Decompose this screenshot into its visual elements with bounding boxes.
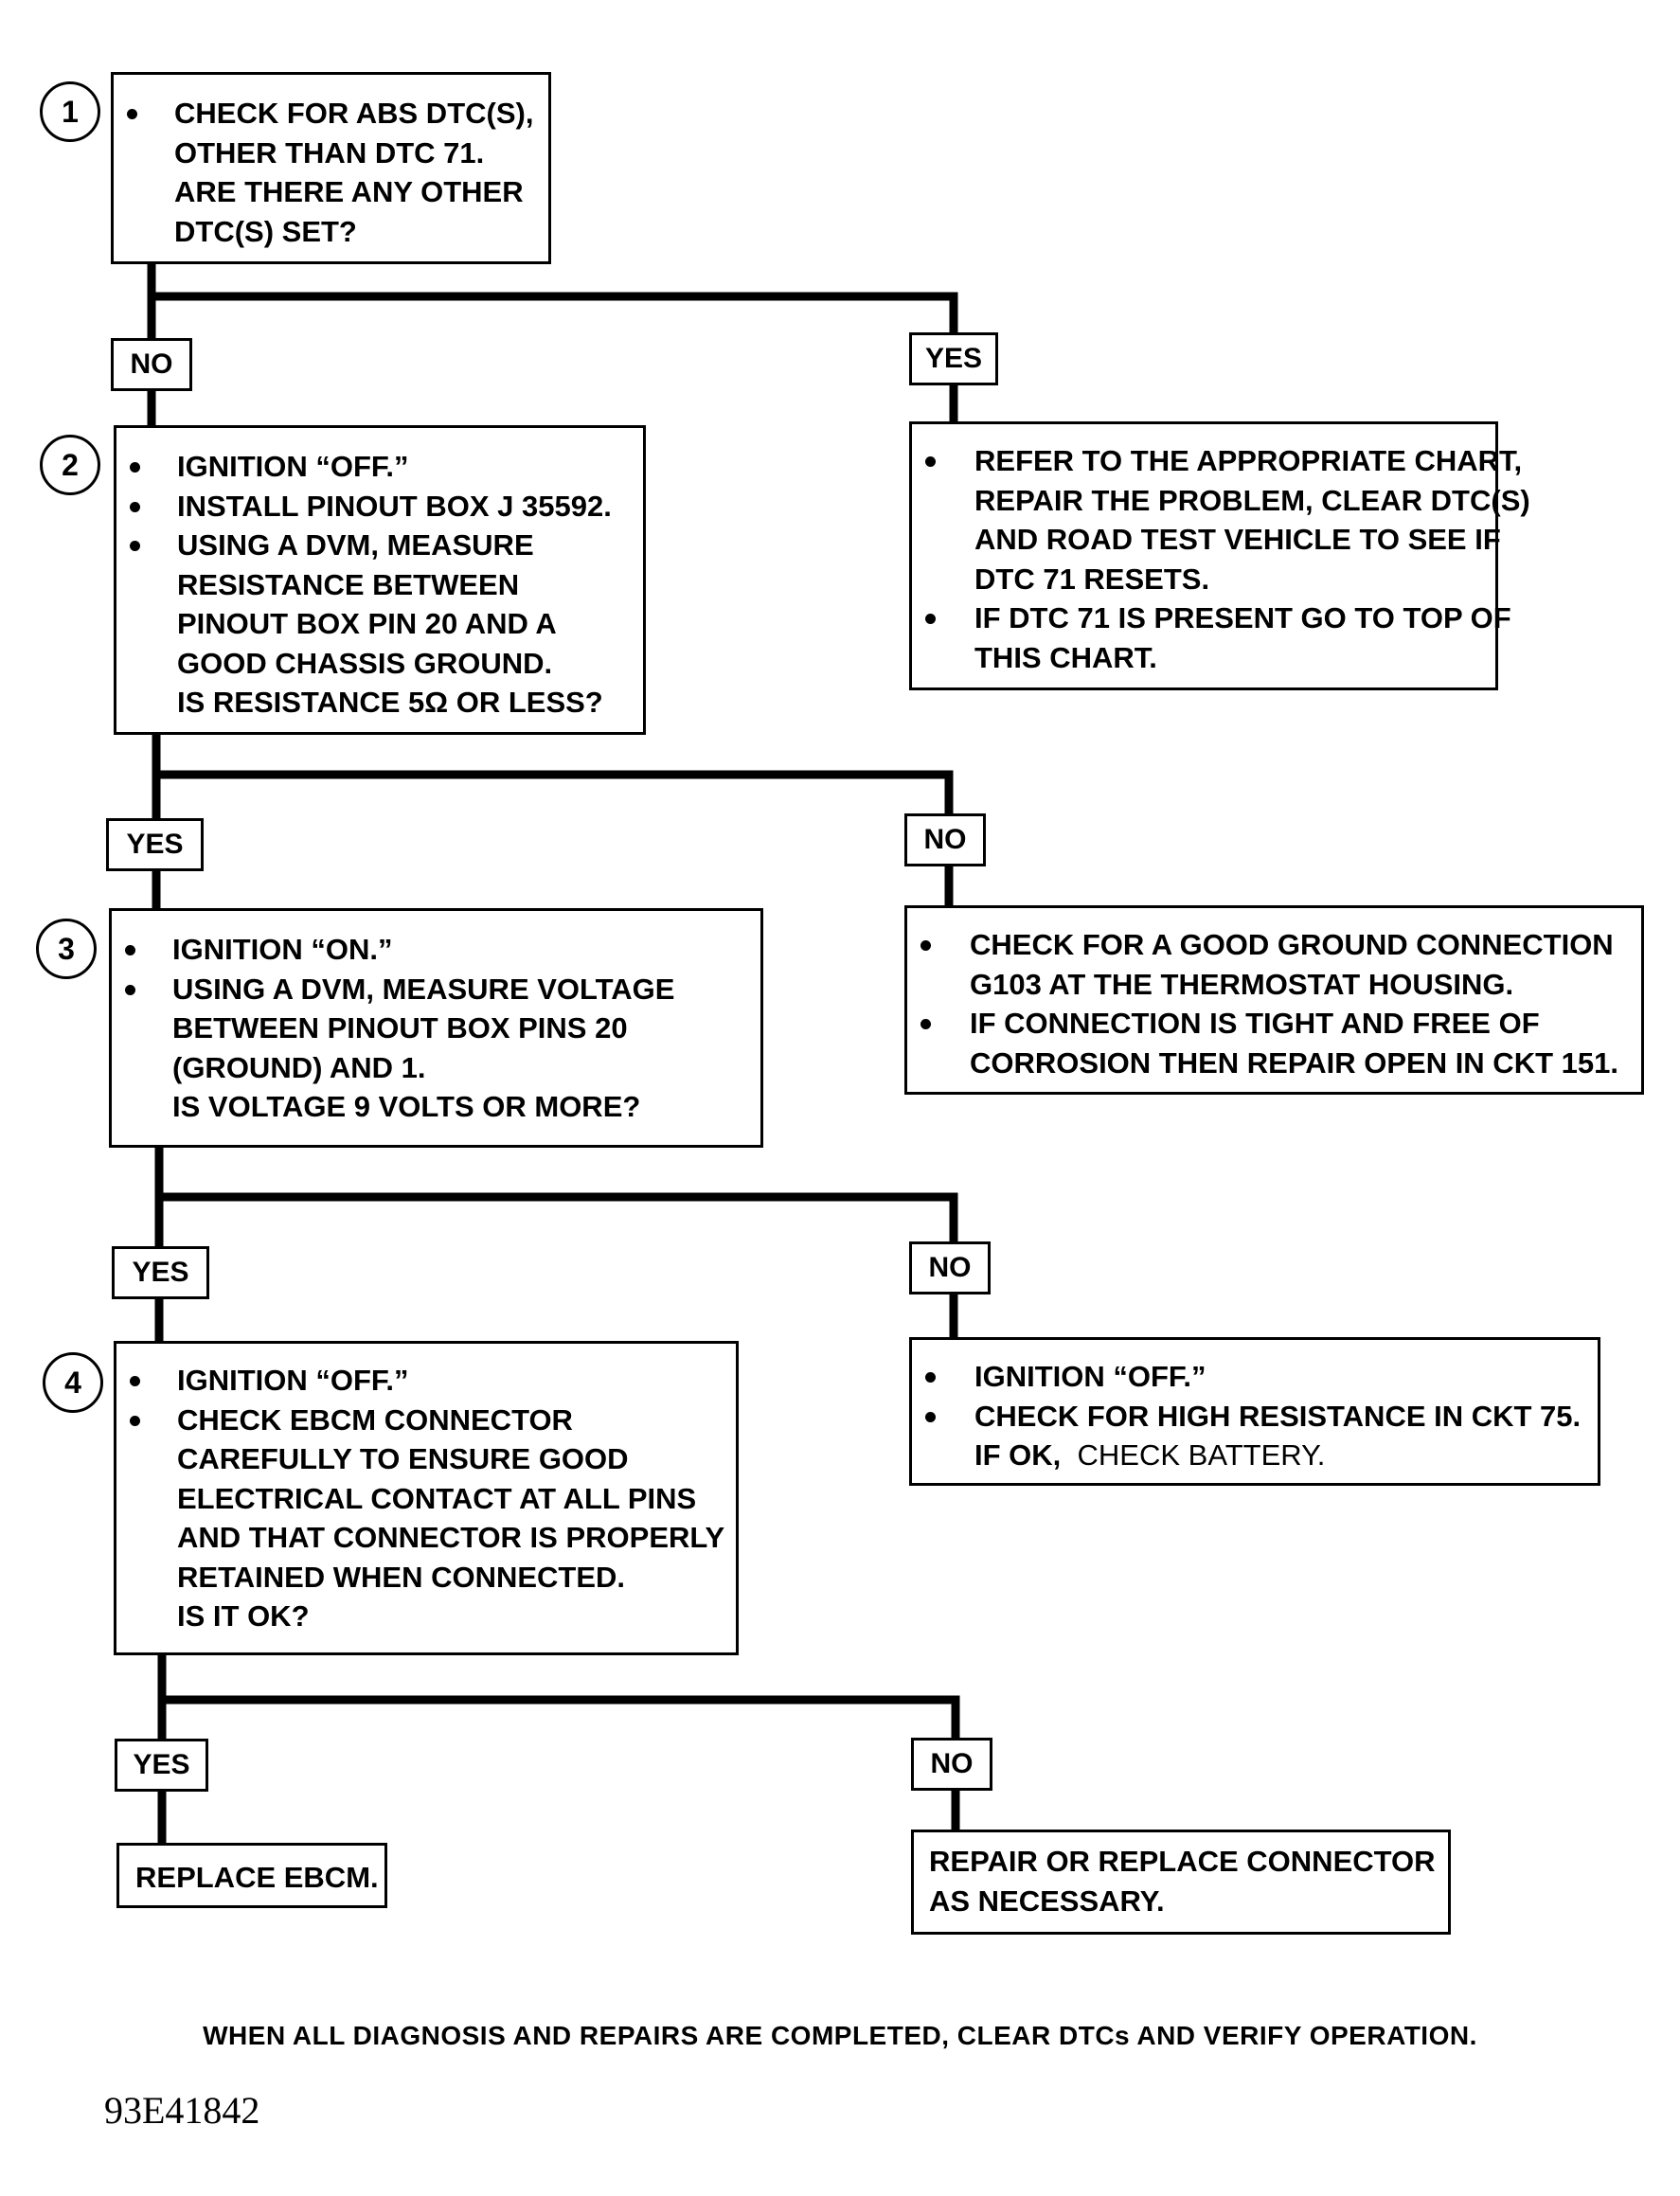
step-2-text: IGNITION “OFF.” <box>116 447 643 487</box>
step-4-no-label: NO <box>911 1738 992 1791</box>
step-2-no-label: NO <box>904 813 986 866</box>
outcome-text: REPLACE EBCM. <box>135 1861 379 1894</box>
step-3-yes-label: YES <box>112 1246 209 1299</box>
step-1-text: OTHER THAN DTC 71. <box>174 135 485 170</box>
step-1-yes-label: YES <box>909 332 998 385</box>
step-3-box: IGNITION “ON.” USING A DVM, MEASURE VOLT… <box>109 908 763 1148</box>
step-2-yes-label: YES <box>106 818 204 871</box>
step-1-text: ARE THERE ANY OTHER <box>174 175 524 208</box>
step-2-box: IGNITION “OFF.” INSTALL PINOUT BOX J 355… <box>114 425 646 735</box>
step-1-no-label: NO <box>111 338 192 391</box>
step-3-no-outcome: IGNITION “OFF.” CHECK FOR HIGH RESISTANC… <box>909 1337 1600 1486</box>
step-3-number: 3 <box>36 919 97 979</box>
outcome-text: IF CONNECTION IS TIGHT AND FREE OF <box>907 1004 1641 1044</box>
outcome-text: REFER TO THE APPROPRIATE CHART, <box>912 441 1522 481</box>
outcome-text: IF DTC 71 IS PRESENT GO TO TOP OF <box>912 598 1511 638</box>
outcome-text: CHECK FOR HIGH RESISTANCE IN CKT 75. <box>912 1397 1598 1437</box>
step-1-text: CHECK FOR ABS DTC(S), <box>114 94 548 134</box>
step-3-no-label: NO <box>909 1241 991 1294</box>
step-4-text: RETAINED WHEN CONNECTED. <box>177 1560 626 1594</box>
outcome-text: AS NECESSARY. <box>929 1884 1165 1918</box>
footer-note: WHEN ALL DIAGNOSIS AND REPAIRS ARE COMPL… <box>203 2021 1477 2050</box>
step-4-number: 4 <box>43 1352 103 1413</box>
step-1-yes-outcome: REFER TO THE APPROPRIATE CHART, REPAIR T… <box>909 421 1530 690</box>
outcome-text-prefix: IF OK, <box>974 1438 1062 1472</box>
outcome-text: REPAIR OR REPLACE CONNECTOR <box>929 1845 1436 1878</box>
outcome-text: REPAIR THE PROBLEM, CLEAR DTC(S) <box>974 483 1530 517</box>
step-1-number: 1 <box>40 81 100 142</box>
outcome-text: DTC 71 RESETS. <box>974 562 1210 596</box>
outcome-text: CHECK FOR A GOOD GROUND CONNECTION <box>907 925 1641 965</box>
step-3-text: USING A DVM, MEASURE VOLTAGE <box>112 970 760 1009</box>
step-4-text: AND THAT CONNECTOR IS PROPERLY <box>177 1521 725 1554</box>
step-2-text: RESISTANCE BETWEEN <box>177 567 520 601</box>
step-2-text: IS RESISTANCE 5Ω OR LESS? <box>177 686 603 719</box>
step-4-text: CAREFULLY TO ENSURE GOOD <box>177 1442 629 1475</box>
step-4-yes-label: YES <box>115 1739 208 1792</box>
step-4-text: IS IT OK? <box>177 1599 310 1633</box>
step-3-text: IS VOLTAGE 9 VOLTS OR MORE? <box>172 1090 641 1123</box>
step-4-yes-outcome: REPLACE EBCM. <box>116 1843 387 1908</box>
outcome-text: AND ROAD TEST VEHICLE TO SEE IF <box>974 523 1501 556</box>
outcome-text: CORROSION THEN REPAIR OPEN IN CKT 151. <box>970 1045 1618 1080</box>
step-2-text: GOOD CHASSIS GROUND. <box>177 646 553 680</box>
step-2-number: 2 <box>40 435 100 495</box>
outcome-text: IF OK, CHECK BATTERY. <box>912 1436 1598 1475</box>
step-2-no-outcome: CHECK FOR A GOOD GROUND CONNECTION G103 … <box>904 905 1644 1095</box>
step-3-text: (GROUND) AND 1. <box>172 1050 426 1084</box>
step-4-no-outcome: REPAIR OR REPLACE CONNECTOR AS NECESSARY… <box>911 1830 1451 1935</box>
outcome-text: G103 AT THE THERMOSTAT HOUSING. <box>970 967 1514 1001</box>
step-3-text: BETWEEN PINOUT BOX PINS 20 <box>172 1011 628 1044</box>
step-1-box: CHECK FOR ABS DTC(S), OTHER THAN DTC 71.… <box>111 72 551 264</box>
step-1-text: DTC(S) SET? <box>174 214 357 248</box>
step-4-box: IGNITION “OFF.” CHECK EBCM CONNECTOR CAR… <box>114 1341 739 1655</box>
step-3-text: IGNITION “ON.” <box>112 930 760 970</box>
outcome-text-suffix: CHECK BATTERY. <box>1077 1438 1326 1472</box>
step-2-text: USING A DVM, MEASURE <box>116 526 643 565</box>
step-4-text: IGNITION “OFF.” <box>116 1361 736 1401</box>
step-4-text: ELECTRICAL CONTACT AT ALL PINS <box>177 1481 697 1515</box>
step-2-text: INSTALL PINOUT BOX J 35592. <box>116 487 643 527</box>
step-4-text: CHECK EBCM CONNECTOR <box>116 1401 736 1440</box>
outcome-text: IGNITION “OFF.” <box>912 1357 1598 1397</box>
outcome-text: THIS CHART. <box>974 640 1157 674</box>
step-2-text: PINOUT BOX PIN 20 AND A <box>177 607 557 640</box>
figure-id: 93E41842 <box>104 2089 260 2132</box>
